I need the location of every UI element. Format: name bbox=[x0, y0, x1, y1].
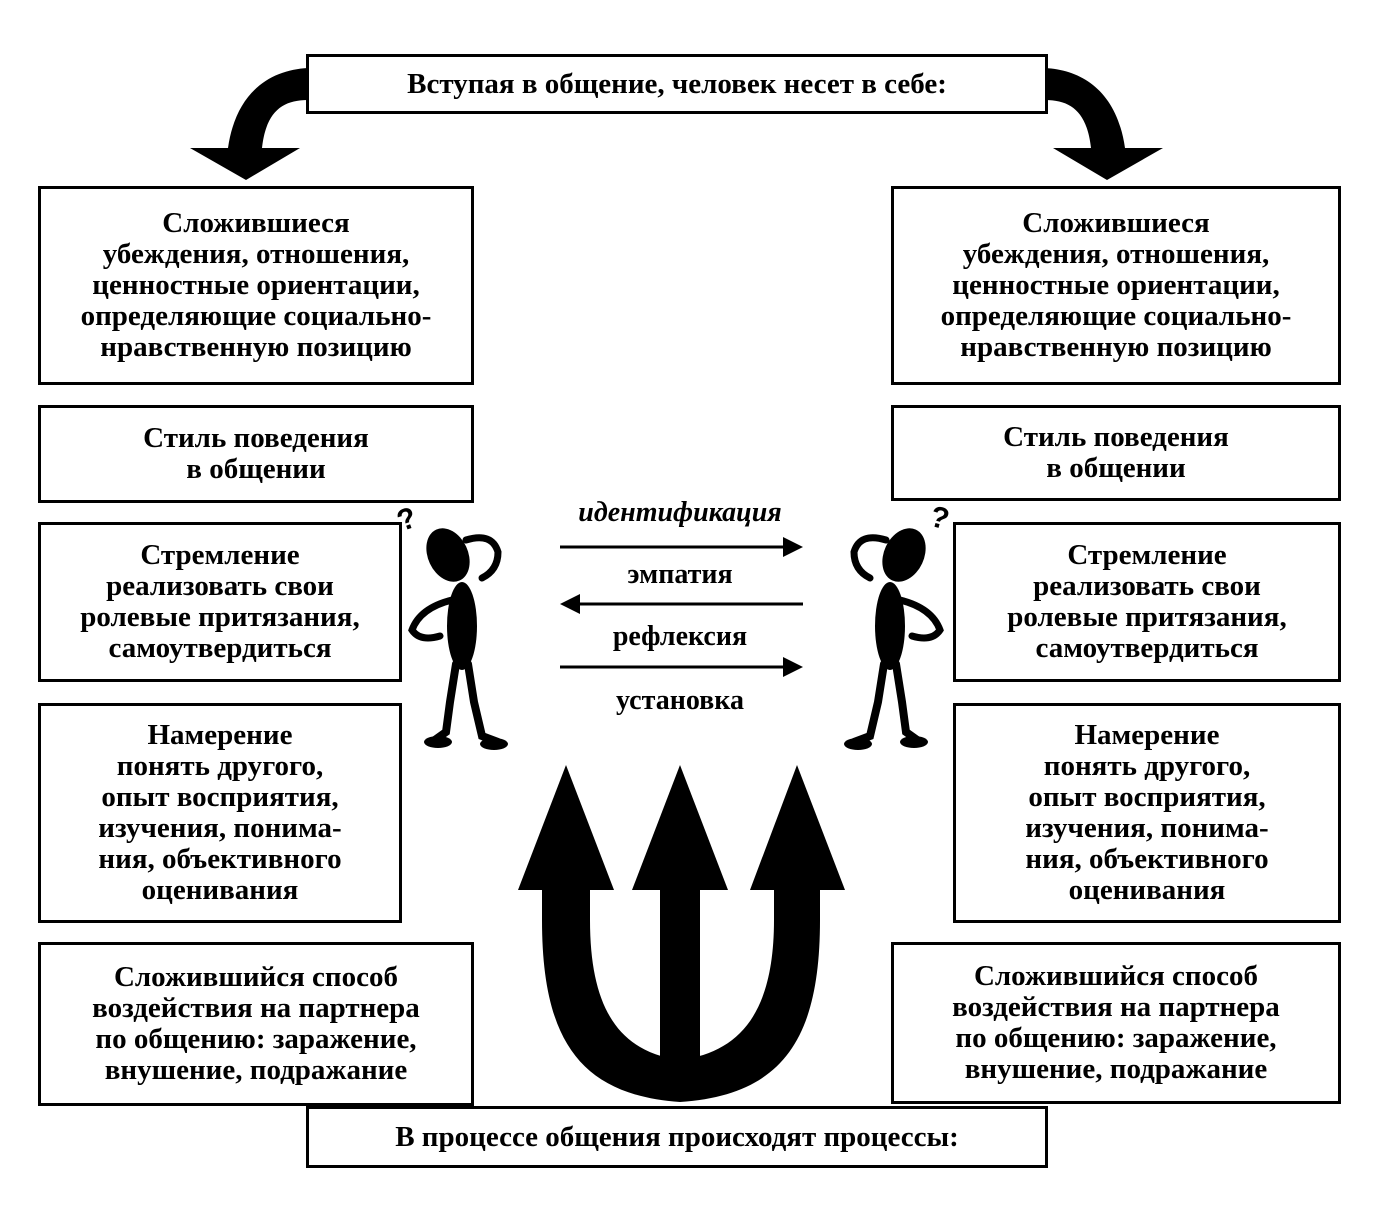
left-behavior-style-text: Стиль поведения в общении bbox=[143, 422, 369, 485]
arrow-identification-icon bbox=[560, 537, 803, 557]
process-empathy-label: эмпатия bbox=[627, 559, 733, 590]
trident-arrows-icon bbox=[518, 765, 845, 1102]
process-attitude-label: установка bbox=[616, 685, 744, 716]
right-behavior-style-box: Стиль поведения в общении bbox=[891, 405, 1341, 501]
left-aspiration-text: Стремление реализовать свои ролевые прит… bbox=[80, 539, 360, 664]
left-beliefs-text: Сложившиеся убеждения, отношения, ценнос… bbox=[80, 207, 432, 363]
right-intention-box: Намерение понять другого, опыт восприяти… bbox=[953, 703, 1341, 923]
footer-title: В процессе общения происходят процессы: bbox=[395, 1120, 959, 1153]
arrow-empathy-icon bbox=[560, 594, 803, 614]
right-aspiration-text: Стремление реализовать свои ролевые прит… bbox=[1007, 539, 1287, 664]
left-intention-text: Намерение понять другого, опыт восприяти… bbox=[98, 719, 342, 906]
right-intention-text: Намерение понять другого, опыт восприяти… bbox=[1025, 719, 1269, 906]
svg-text:?: ? bbox=[926, 500, 952, 537]
header-box: Вступая в общение, человек несет в себе: bbox=[306, 54, 1048, 114]
right-beliefs-box: Сложившиеся убеждения, отношения, ценнос… bbox=[891, 186, 1341, 385]
right-beliefs-text: Сложившиеся убеждения, отношения, ценнос… bbox=[940, 207, 1292, 363]
right-influence-text: Сложившийся способ воздействия на партне… bbox=[952, 960, 1280, 1085]
curved-arrow-left-icon bbox=[190, 68, 308, 180]
right-influence-box: Сложившийся способ воздействия на партне… bbox=[891, 942, 1341, 1104]
left-aspiration-box: Стремление реализовать свои ролевые прит… bbox=[38, 522, 402, 682]
footer-box: В процессе общения происходят процессы: bbox=[306, 1106, 1048, 1168]
left-behavior-style-box: Стиль поведения в общении bbox=[38, 405, 474, 503]
left-beliefs-box: Сложившиеся убеждения, отношения, ценнос… bbox=[38, 186, 474, 385]
thinking-figure-right-icon bbox=[844, 528, 944, 750]
curved-arrow-right-icon bbox=[1045, 68, 1163, 180]
question-mark-icon: ? bbox=[926, 500, 952, 537]
right-aspiration-box: Стремление реализовать свои ролевые прит… bbox=[953, 522, 1341, 682]
left-influence-text: Сложившийся способ воздействия на партне… bbox=[92, 961, 420, 1086]
left-influence-box: Сложившийся способ воздействия на партне… bbox=[38, 942, 474, 1106]
arrow-reflection-icon bbox=[560, 657, 803, 677]
left-intention-box: Намерение понять другого, опыт восприяти… bbox=[38, 703, 402, 923]
right-behavior-style-text: Стиль поведения в общении bbox=[1003, 421, 1229, 484]
thinking-figure-left-icon: ? bbox=[393, 501, 508, 750]
header-title: Вступая в общение, человек несет в себе: bbox=[407, 67, 947, 100]
process-identification-label: идентификация bbox=[578, 497, 782, 528]
process-reflection-label: рефлексия bbox=[612, 621, 748, 652]
